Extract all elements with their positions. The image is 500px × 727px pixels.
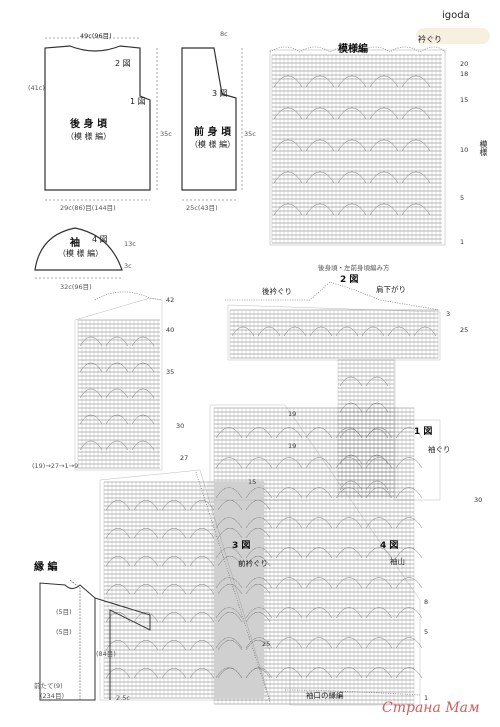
row-number: 27 (180, 454, 189, 462)
row-number: 20 (460, 60, 469, 68)
edging-label: (84目) (96, 650, 116, 658)
fig2-right-label: 肩下がり (376, 285, 406, 294)
row-number: 15 (460, 96, 469, 104)
fig3-title: 3 図 (232, 541, 251, 551)
sleeve-subtitle: （模 様 編） (58, 249, 104, 258)
fig4-bottom-label: 袖口の縁編 (306, 691, 344, 700)
edging-label: (234目) (40, 692, 64, 700)
pattern-top-right-label: 衿ぐり (418, 35, 442, 44)
sleeve-outline (34, 227, 123, 271)
back-bottom-label: 29c(86)目(144目) (60, 204, 116, 212)
watermark: Страна Мам (382, 700, 480, 716)
row-number: 1 (460, 238, 465, 246)
sleeve-fig-ref: 4 図 (92, 235, 108, 244)
row-number: 18 (460, 70, 469, 78)
row-number: 8 (424, 598, 429, 606)
sleeve-bottom-label: 32c(96目) (60, 283, 92, 291)
fig1-label: 袖ぐり (428, 445, 451, 454)
sleeve-height-label: 13c (124, 240, 136, 248)
front-fig-ref: 3 図 (212, 89, 228, 98)
edging-bottom-label: 2.5c (116, 694, 130, 702)
fig2-title: 2 図 (340, 275, 359, 285)
edging-title: 縁 編 (34, 562, 58, 573)
row-number: 42 (166, 296, 175, 304)
fig1-row-numbers: 42 40 35 30 27 (166, 296, 189, 496)
pattern-side-label: 模様 (479, 140, 488, 156)
fig2-left-label: 後衿ぐり (262, 287, 292, 296)
fig2-row-number: 25 (460, 326, 469, 334)
fig2-row-number: 3 (446, 310, 451, 318)
fig1-right-row: 30 (474, 496, 483, 504)
fig3-side-note: (19)→27→1→9 (32, 462, 79, 470)
back-left-label: (41c) (28, 84, 45, 92)
back-title: 後 身 頃 (70, 119, 107, 130)
row-number: 40 (166, 326, 175, 334)
back-fig-ref: 2 図 (115, 59, 131, 68)
fig3-label: 前衿ぐり (238, 559, 268, 568)
row-number: 10 (460, 146, 469, 154)
fig4-row-numbers: 8 5 1 (424, 598, 444, 708)
pattern-chart-grid (269, 46, 446, 246)
row-number: 1 (424, 694, 429, 702)
edging-label: (5目) (56, 608, 72, 616)
row-number: 5 (460, 194, 465, 202)
back-body-outline (44, 45, 151, 191)
edging-diagram (39, 579, 151, 701)
fig3-row-number: 19 (288, 410, 297, 418)
back-width-label: 49c(96目) (80, 32, 112, 40)
back-subtitle: （模 様 編） (66, 132, 112, 141)
front-subtitle: （模 様 編） (190, 140, 236, 149)
back-fig-ref2: 1 図 (130, 97, 146, 106)
fig4-top-row: 19 (288, 442, 297, 450)
pattern-chart-title: 模様編 (338, 44, 368, 55)
fig1-chart (74, 291, 163, 471)
fig4-chart (209, 404, 423, 706)
back-side-label: 35c (160, 130, 172, 138)
row-number: 30 (176, 422, 185, 430)
fig1-title: 1 図 (414, 427, 433, 437)
front-bottom-label: 25c(43目) (186, 204, 218, 212)
fig2-chart (225, 281, 441, 361)
front-body-outline (181, 47, 237, 191)
edging-label: 前たて(9) (34, 682, 63, 690)
sleeve-title: 袖 (70, 238, 80, 249)
fig3-chart (99, 469, 271, 703)
fig3-row-number: 15 (248, 478, 257, 486)
fig4-label: 袖山 (390, 557, 405, 566)
pattern-note: 後身頃・左前身頃編み方 (318, 264, 390, 272)
front-width-label: 8c (220, 30, 228, 38)
pattern-row-numbers: 20 18 15 10 5 1 (460, 60, 478, 250)
fig3-row-number: 25 (262, 640, 271, 648)
sleeve-side-label: 3c (124, 262, 132, 270)
author-label: igoda (442, 10, 470, 21)
front-title: 前 身 頃 (194, 127, 231, 138)
front-side-label: 35c (244, 130, 256, 138)
logo-badge (416, 28, 490, 44)
row-number: 5 (424, 628, 429, 636)
fig4-title: 4 図 (380, 541, 399, 551)
row-number: 35 (166, 368, 175, 376)
edging-label: (5目) (56, 628, 72, 636)
